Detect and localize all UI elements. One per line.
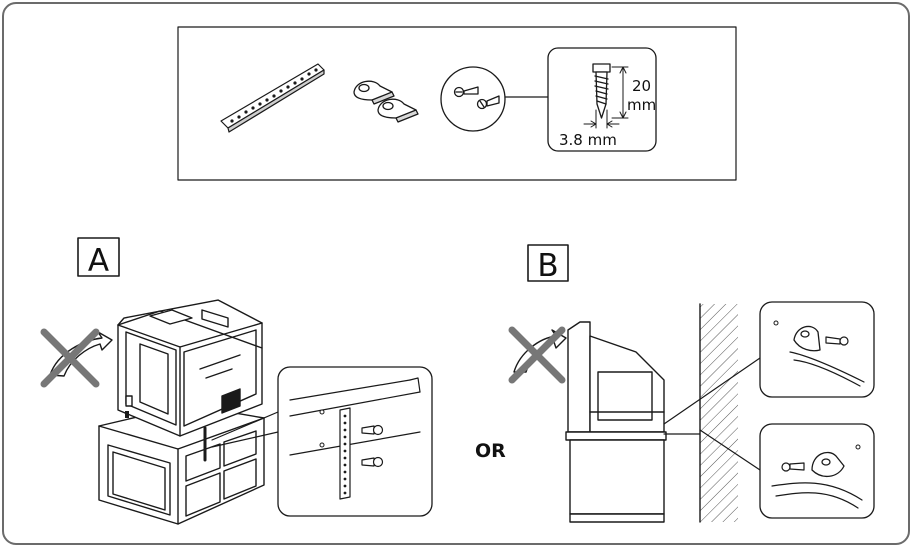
- panel-a: A: [40, 237, 433, 525]
- screw-dimension-box: 20 mm 3.8 mm: [547, 47, 657, 152]
- prohibited-tilt-icon: [40, 328, 113, 388]
- crt-television: [117, 299, 263, 437]
- screw-diameter-label: 3.8 mm: [559, 131, 617, 149]
- detail-box-b-top: [759, 301, 875, 398]
- screw-length-unit: mm: [627, 96, 656, 114]
- screw-length-value: 20: [632, 77, 651, 95]
- prohibited-tilt-icon: [508, 326, 567, 384]
- crt-television: [567, 321, 665, 433]
- panel-a-label: A: [88, 243, 109, 279]
- screw-icon: [592, 63, 611, 119]
- detail-box-a: [277, 366, 433, 517]
- screw-icon: [825, 336, 849, 346]
- screw-icon: [453, 86, 500, 110]
- parts-box: 20 mm 3.8 mm: [177, 26, 737, 181]
- or-label: OR: [475, 440, 506, 462]
- tv-stand: [565, 431, 701, 523]
- screw-icon: [781, 462, 805, 472]
- detail-box-b-bottom: [759, 423, 875, 519]
- tie-strap-icon: [220, 63, 325, 133]
- page-frame: [2, 2, 910, 545]
- cable-clamp-icon: [811, 451, 845, 477]
- cable-clamp-icon: [353, 80, 419, 123]
- screw-icon: [361, 424, 384, 468]
- panel-b: B: [508, 244, 875, 523]
- panel-b-label: B: [537, 248, 558, 284]
- screws-circle: [440, 66, 506, 132]
- cable-clamp-icon: [793, 325, 821, 352]
- wall: [699, 303, 738, 523]
